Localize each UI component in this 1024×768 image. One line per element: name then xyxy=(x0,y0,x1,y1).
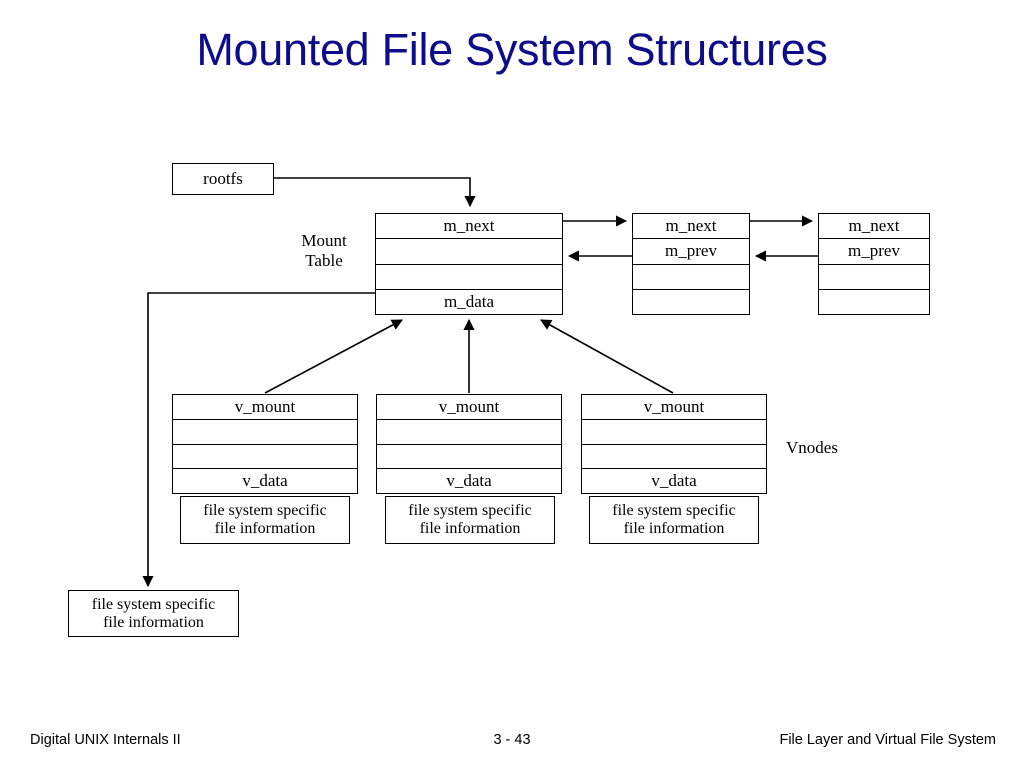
vnode-struct-3: v_mount v_data xyxy=(581,394,767,494)
vnode-1-private-data-box: file system specific file information xyxy=(180,496,350,544)
mount-table-label: Mount Table xyxy=(301,231,347,270)
vnode-struct-2-row-0: v_mount xyxy=(377,395,561,420)
footer-left: Digital UNIX Internals II xyxy=(30,732,181,748)
mount-struct-3-row-1: m_prev xyxy=(819,239,929,265)
vnode-struct-1: v_mount v_data xyxy=(172,394,358,494)
vnode-2-private-data-box: file system specific file information xyxy=(385,496,555,544)
footer-right: File Layer and Virtual File System xyxy=(779,732,996,748)
page-title: Mounted File System Structures xyxy=(196,24,828,75)
vnode-struct-2: v_mount v_data xyxy=(376,394,562,494)
mount-struct-3-row-0: m_next xyxy=(819,214,929,240)
slide-footer: Digital UNIX Internals II 3 - 43 File La… xyxy=(0,732,1024,752)
vnode-struct-1-row-1 xyxy=(173,419,357,445)
diagram-area: rootfs Mount Table Vnodes m_next m_data … xyxy=(68,163,930,637)
vnode-struct-2-row-1 xyxy=(377,419,561,445)
mount-struct-2-row-2 xyxy=(633,264,749,290)
mount-struct-3: m_next m_prev xyxy=(818,213,930,315)
rootfs-label: rootfs xyxy=(203,169,243,189)
mount-struct-3-row-3 xyxy=(819,289,929,314)
vnode-struct-2-row-3: v_data xyxy=(377,469,561,493)
wire-vnode3-to-mdata xyxy=(540,319,674,394)
rootfs-box: rootfs xyxy=(172,163,274,195)
vnode-struct-2-row-2 xyxy=(377,444,561,470)
footer-page-number: 3 - 43 xyxy=(493,732,531,748)
vnodes-label: Vnodes xyxy=(786,438,838,457)
mount-struct-3-row-2 xyxy=(819,264,929,290)
vnode-struct-1-row-2 xyxy=(173,444,357,470)
wire-rootfs-to-mount1 xyxy=(274,177,476,208)
mount-struct-2-row-3 xyxy=(633,289,749,314)
mount-struct-1-row-2 xyxy=(376,264,562,290)
wire-vnode1-to-mdata xyxy=(264,319,403,394)
vnode-struct-3-row-1 xyxy=(582,419,766,445)
mount-struct-2: m_next m_prev xyxy=(632,213,750,315)
vnode-struct-3-row-3: v_data xyxy=(582,469,766,493)
connector-lines xyxy=(142,177,818,588)
mount-struct-2-row-0: m_next xyxy=(633,214,749,240)
mount-struct-1-row-1 xyxy=(376,239,562,265)
mount-private-data-box: file system specific file information xyxy=(68,590,239,637)
vnode-struct-1-row-3: v_data xyxy=(173,469,357,493)
vnode-struct-1-row-0: v_mount xyxy=(173,395,357,420)
wire-mdata-to-private-data xyxy=(142,292,377,588)
vnode-3-private-data-box: file system specific file information xyxy=(589,496,759,544)
vnode-struct-3-row-0: v_mount xyxy=(582,395,766,420)
vnode-struct-3-row-2 xyxy=(582,444,766,470)
mount-struct-1-row-3: m_data xyxy=(376,289,562,314)
mount-struct-1-row-0: m_next xyxy=(376,214,562,240)
mount-struct-1: m_next m_data xyxy=(375,213,563,315)
mount-struct-2-row-1: m_prev xyxy=(633,239,749,265)
